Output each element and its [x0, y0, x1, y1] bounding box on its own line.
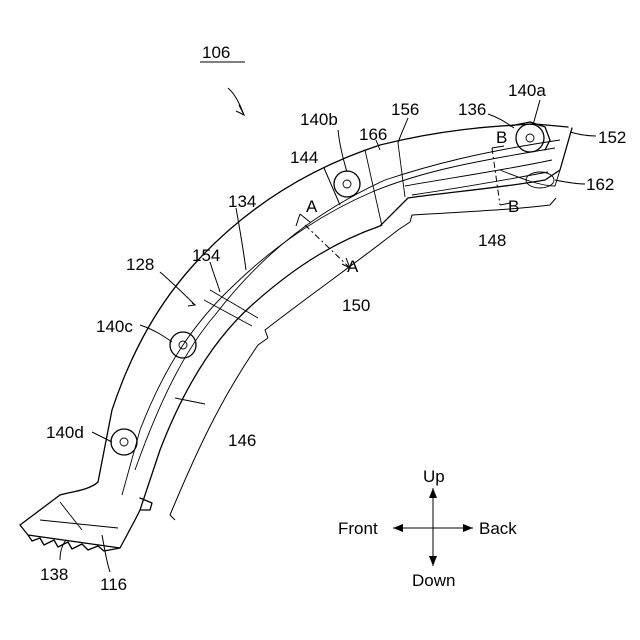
boss-140d	[111, 429, 137, 455]
label-156: 156	[391, 100, 419, 119]
boss-140a	[516, 124, 544, 152]
bracket-146	[170, 338, 268, 520]
arrow-left-icon	[393, 524, 403, 532]
label-140a: 140a	[508, 81, 546, 100]
legend-down: Down	[412, 571, 455, 590]
label-140b: 140b	[300, 110, 338, 129]
division-154b	[204, 300, 252, 326]
inner-lower-edge	[140, 128, 572, 510]
label-144: 144	[290, 148, 318, 167]
back-end-bulge	[526, 172, 554, 188]
label-162: 162	[586, 175, 614, 194]
bracket-148	[410, 198, 556, 222]
label-166: 166	[359, 125, 387, 144]
arrow-right-icon	[463, 524, 473, 532]
label-152: 152	[598, 128, 626, 147]
boss-140b	[334, 171, 360, 197]
front-end-inner	[40, 502, 118, 530]
label-150: 150	[342, 296, 370, 315]
division-154	[210, 290, 258, 318]
label-154: 154	[192, 246, 220, 265]
division-156	[398, 143, 405, 197]
reference-labels: 106 140b 166 156 136 140a 152 162 144 13…	[40, 43, 626, 594]
label-148: 148	[478, 231, 506, 250]
label-146: 146	[228, 431, 256, 450]
section-mark-b-bottom: B	[508, 197, 519, 216]
legend-front: Front	[338, 519, 378, 538]
back-end-plate	[500, 170, 560, 186]
direction-legend: Up Down Front Back	[338, 467, 517, 590]
section-mark-a-top: A	[306, 197, 318, 216]
label-140d: 140d	[46, 423, 84, 442]
legend-back: Back	[479, 519, 517, 538]
label-136: 136	[458, 100, 486, 119]
label-140c: 140c	[96, 317, 133, 336]
division-lower	[175, 398, 205, 404]
bracket-150	[265, 222, 410, 338]
label-134: 134	[228, 192, 256, 211]
legend-up: Up	[423, 467, 445, 486]
label-116: 116	[100, 575, 127, 594]
pillar-garnish-part	[20, 122, 572, 551]
section-mark-b-top: B	[496, 128, 507, 147]
section-line-a	[296, 214, 350, 268]
label-138: 138	[40, 565, 68, 584]
section-mark-a-bottom: A	[347, 257, 359, 276]
middle-line	[122, 148, 555, 495]
arrow-down-icon	[429, 556, 437, 566]
arrow-up-icon	[429, 488, 437, 498]
label-106: 106	[202, 43, 230, 62]
label-128: 128	[126, 255, 154, 274]
